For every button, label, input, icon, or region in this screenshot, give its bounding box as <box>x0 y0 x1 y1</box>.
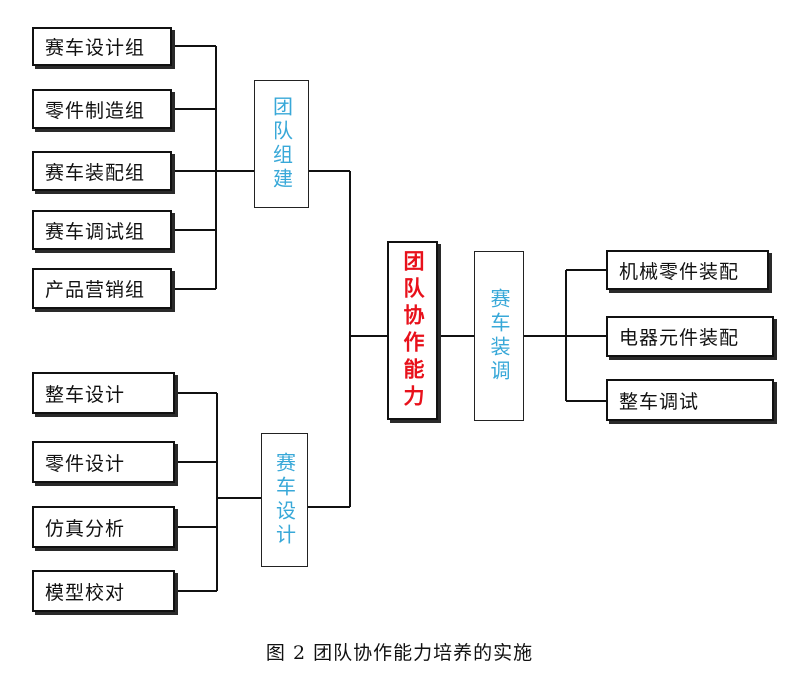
branch-label: 团队组建 <box>269 96 294 192</box>
team-building-item-assembly-group: 赛车装配组 <box>32 151 172 191</box>
team-building-item-marketing-group: 产品营销组 <box>32 268 172 309</box>
core-label: 团队协作能力 <box>401 249 425 412</box>
item-label: 赛车设计组 <box>45 37 146 59</box>
core-teamwork-ability: 团队协作能力 <box>387 241 438 420</box>
item-label: 模型校对 <box>45 581 126 604</box>
branch-car-assembly: 赛车装调 <box>474 251 524 421</box>
branch-label: 赛车设计 <box>272 452 297 548</box>
car-design-item-simulation: 仿真分析 <box>32 506 175 548</box>
figure-caption: 图 2 团队协作能力培养的实施 <box>265 642 534 664</box>
car-design-item-part-design: 零件设计 <box>32 441 175 483</box>
item-label: 仿真分析 <box>45 517 126 540</box>
team-building-item-testing-group: 赛车调试组 <box>32 210 172 250</box>
item-label: 零件设计 <box>45 452 126 475</box>
item-label: 电器元件装配 <box>619 327 740 349</box>
item-label: 零件制造组 <box>45 99 146 122</box>
team-building-item-manufacturing-group: 零件制造组 <box>32 89 172 129</box>
item-label: 产品营销组 <box>45 279 146 301</box>
item-label: 整车调试 <box>619 390 700 413</box>
car-design-item-model-check: 模型校对 <box>32 570 175 612</box>
item-label: 赛车装配组 <box>45 161 146 184</box>
car-assembly-item-mechanical-parts: 机械零件装配 <box>606 250 769 290</box>
item-label: 整车设计 <box>45 383 126 406</box>
team-building-item-design-group: 赛车设计组 <box>32 27 172 66</box>
branch-team-building: 团队组建 <box>254 80 309 208</box>
item-label: 机械零件装配 <box>619 260 740 283</box>
item-label: 赛车调试组 <box>45 220 146 243</box>
branch-label: 赛车装调 <box>487 288 511 384</box>
branch-car-design: 赛车设计 <box>261 433 308 567</box>
car-assembly-item-electrical-parts: 电器元件装配 <box>606 316 774 357</box>
car-design-item-vehicle-design: 整车设计 <box>32 372 175 414</box>
car-assembly-item-vehicle-testing: 整车调试 <box>606 379 774 421</box>
